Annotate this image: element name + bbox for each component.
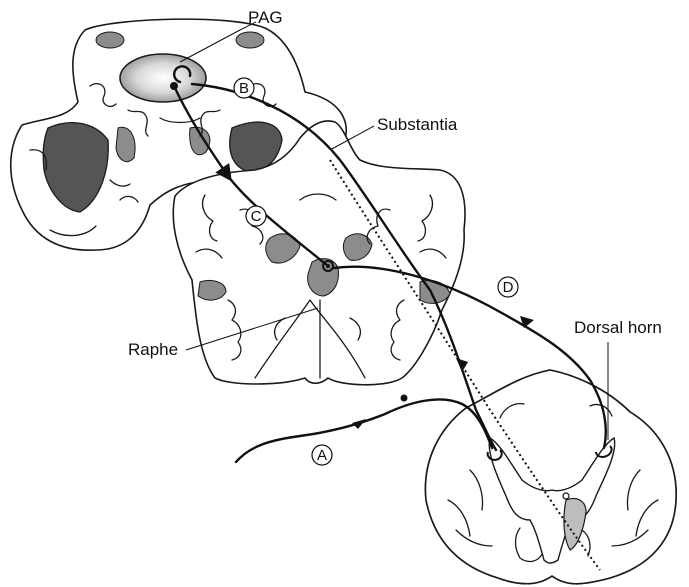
dorsal-horn-label: Dorsal horn [574,318,662,337]
svg-text:D: D [503,279,514,296]
marker-c: C [246,206,266,226]
pag-label: PAG [248,8,283,27]
svg-text:B: B [239,80,249,97]
svg-text:C: C [251,208,262,225]
marker-b: B [234,78,254,98]
raphe-label: Raphe [128,340,178,359]
pag-region [120,54,206,102]
marker-a: A [312,445,332,465]
marker-d: D [498,277,518,297]
svg-text:A: A [317,447,327,464]
spinal-cord-section [420,360,676,587]
substantia-label: Substantia [377,115,458,134]
